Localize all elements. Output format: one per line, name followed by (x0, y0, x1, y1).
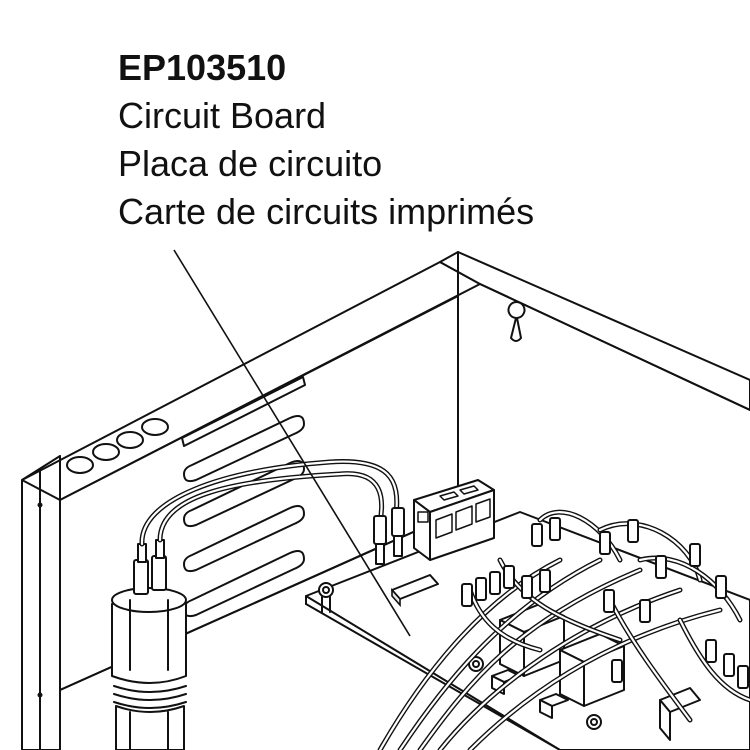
callout-label: EP103510 Circuit Board Placa de circuito… (118, 44, 534, 236)
pressure-sensor-fitting (111, 539, 187, 750)
connector-block (413, 479, 495, 561)
wall-slot (181, 376, 306, 447)
board-terminals (461, 517, 749, 689)
knockout-holes (66, 418, 169, 474)
sensor-wires (139, 459, 405, 565)
callout-leader-line (173, 249, 411, 637)
description-english: Circuit Board (118, 95, 327, 136)
wiring-harness (377, 509, 750, 750)
part-number: EP103510 (118, 47, 287, 88)
description-french: Carte de circuits imprimés (118, 191, 535, 232)
description-spanish: Placa de circuito (118, 143, 383, 184)
keyhole-slot (507, 301, 526, 342)
